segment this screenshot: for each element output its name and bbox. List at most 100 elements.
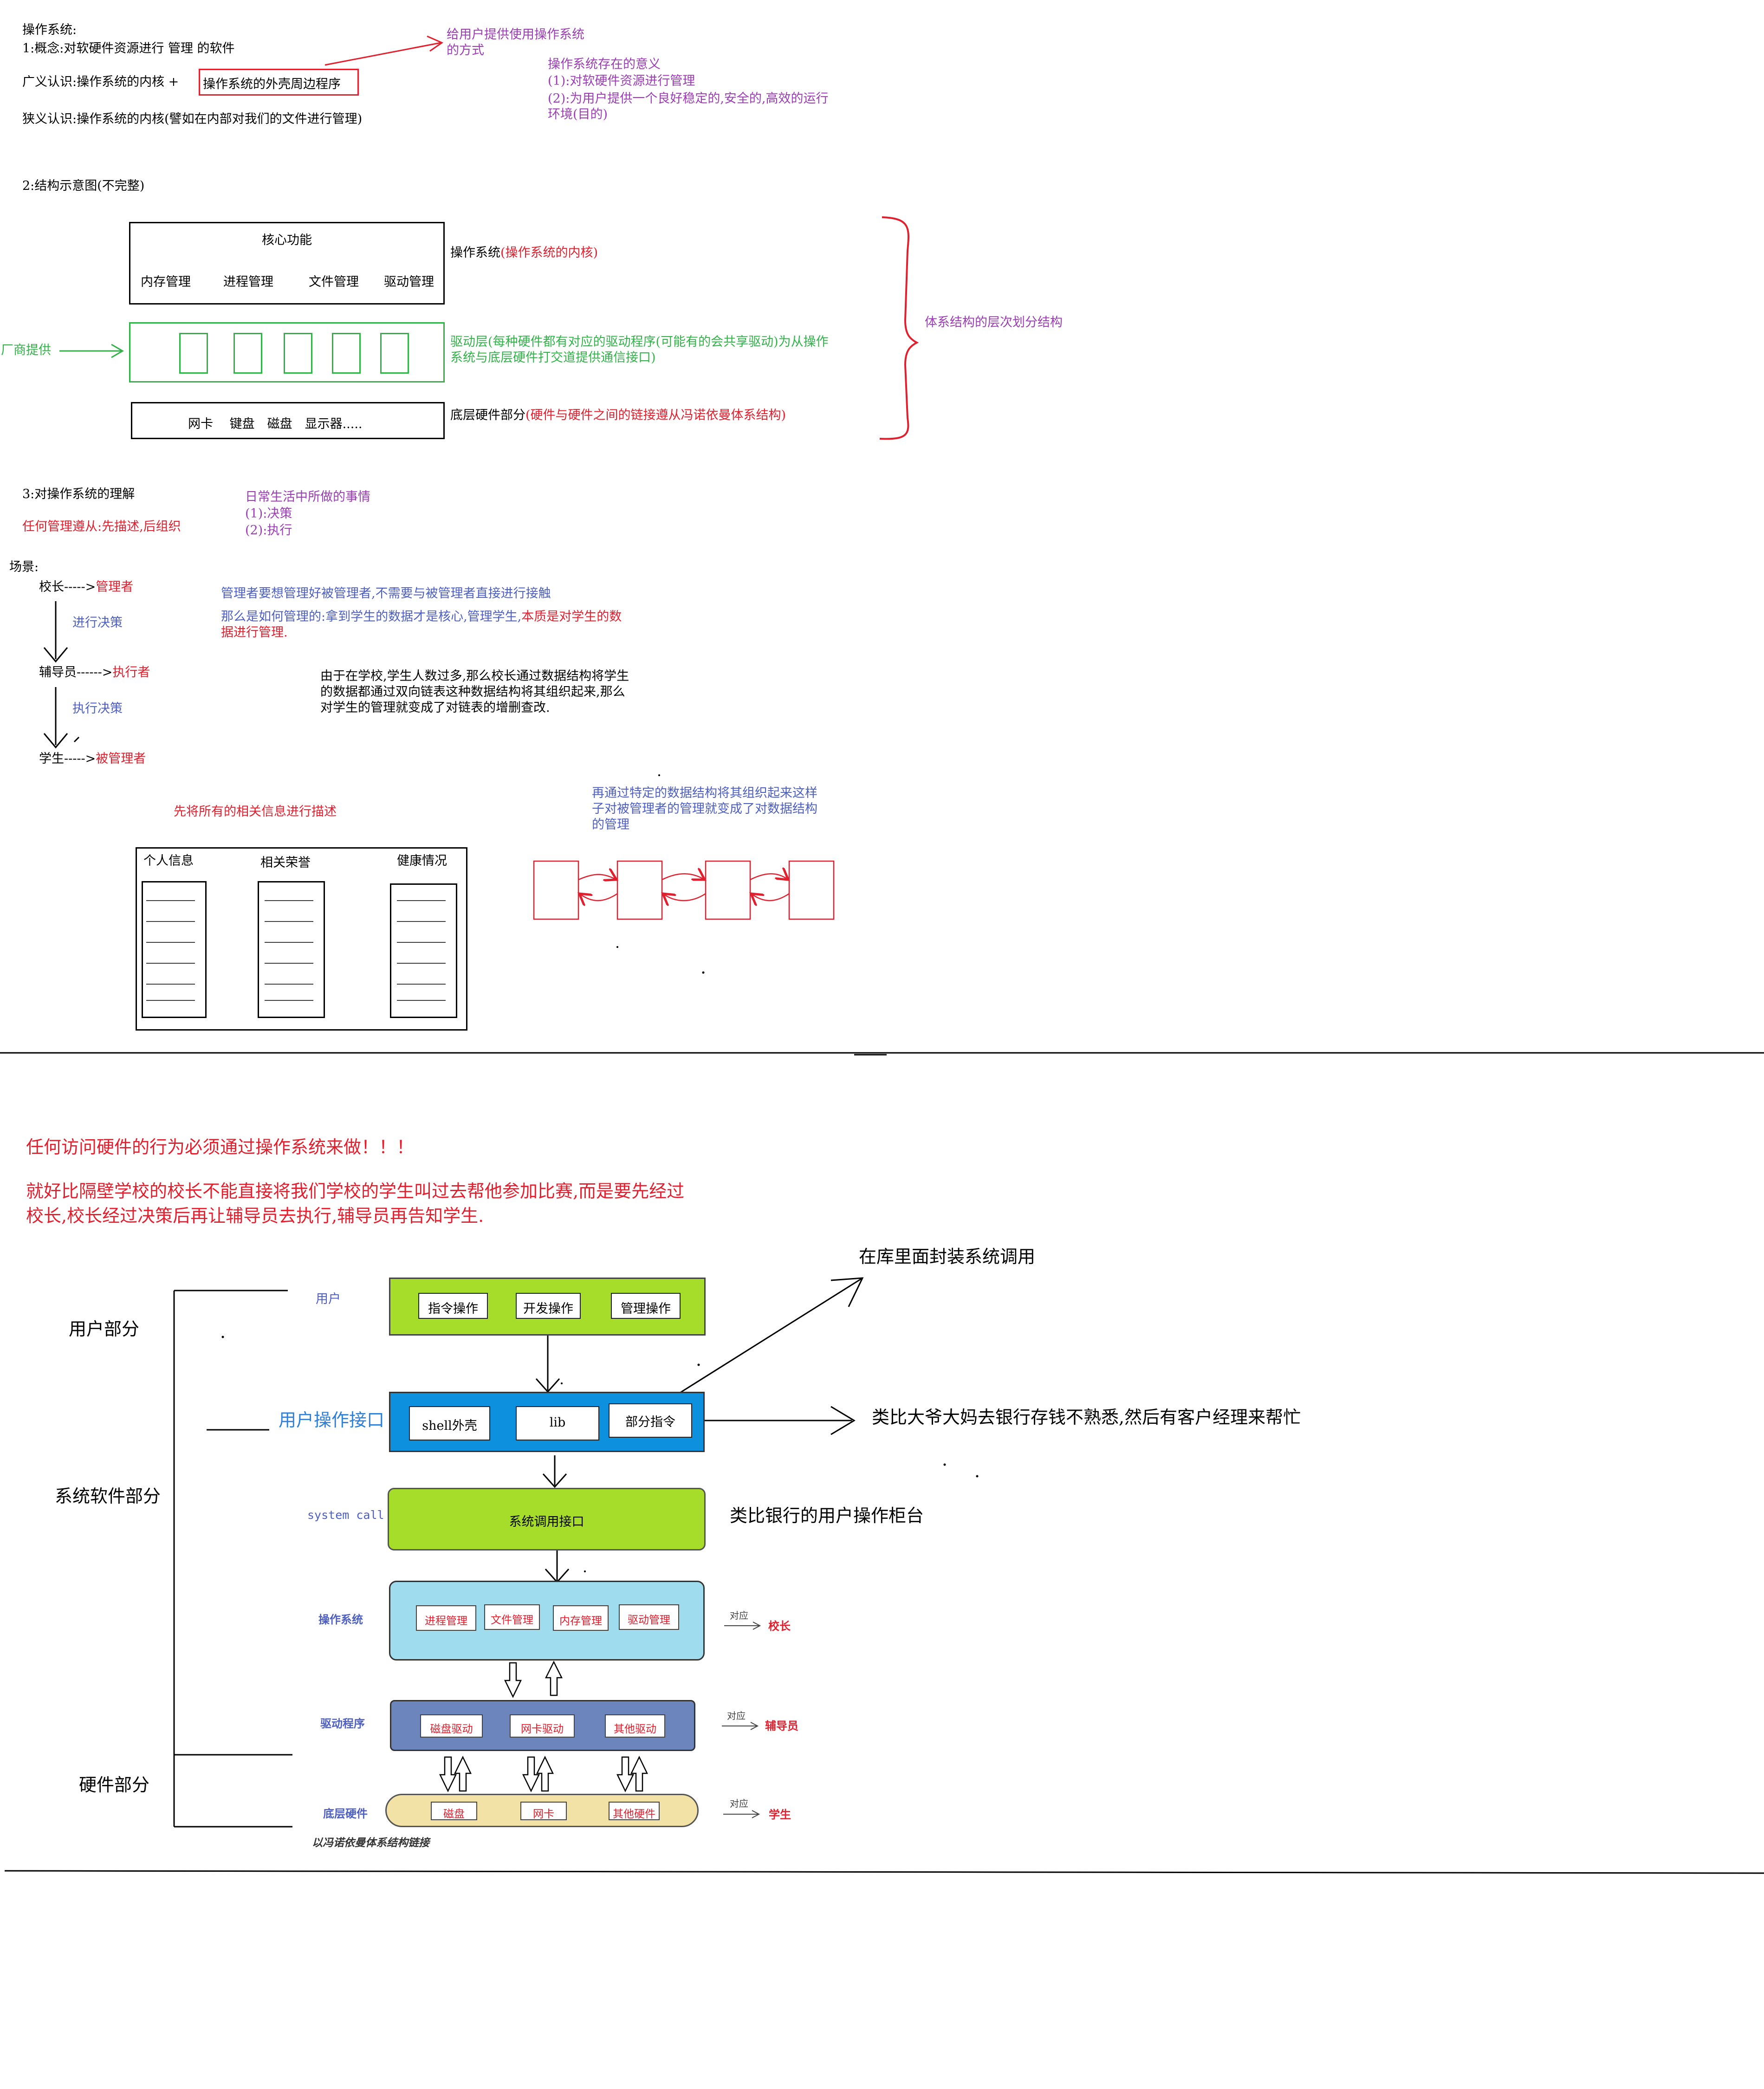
note1: 管理者要想管理好被管理者,不需要与被管理者直接进行接触 (221, 586, 551, 601)
hardware-part: 硬件部分 (79, 1775, 150, 1795)
ui-item: lib (516, 1406, 599, 1440)
col-header: 相关荣誉 (260, 856, 311, 870)
record-table: 个人信息 相关荣誉 健康情况 (136, 847, 467, 1031)
system-part: 系统软件部分 (55, 1486, 161, 1506)
describe-note: 先将所有的相关信息进行描述 (174, 804, 337, 819)
user-layer: 指令操作 开发操作 管理操作 (389, 1278, 706, 1336)
map-principal: 校长 (768, 1620, 791, 1633)
analogy-text: 就好比隔壁学校的校长不能直接将我们学校的学生叫过去帮他参加比赛,而是要先经过校长… (26, 1181, 685, 1226)
concept-line: 1:概念:对软硬件资源进行 管理 的软件 (22, 41, 235, 56)
driver-slot (380, 333, 409, 374)
must-through-os: 任何访问硬件的行为必须通过操作系统来做！！！ (26, 1137, 415, 1157)
ui-item: 部分指令 (609, 1403, 692, 1438)
vendor-label: 厂商提供 (1, 343, 51, 357)
record-column (258, 881, 325, 1018)
hw-label: 底层硬件部分(硬件与硬件之间的链接遵从冯诺依曼体系结构) (450, 408, 786, 422)
os-layer: 进程管理 文件管理 内存管理 驱动管理 (389, 1581, 705, 1661)
os-layer-label: 操作系统 (318, 1613, 363, 1626)
management-rule: 任何管理遵从:先描述,后组织 (22, 519, 181, 534)
record-column (142, 881, 207, 1018)
scene-label: 场景: (9, 560, 39, 574)
hw-layer: 磁盘 网卡 其他硬件 (385, 1794, 699, 1827)
execute-label: 执行决策 (72, 701, 123, 716)
shell-note: 给用户提供使用操作系统的方式 (447, 27, 584, 58)
core-item: 进程管理 (223, 275, 273, 289)
narrow-line: 狭义认识:操作系统的内核(譬如在内部对我们的文件进行管理) (22, 112, 363, 126)
hardware-box: 网卡 键盘 磁盘 显示器..... (131, 402, 445, 439)
driver-slot (179, 333, 208, 374)
drv-item: 网卡驱动 (510, 1714, 575, 1738)
daily-title: 日常生活中所做的事情 (245, 490, 370, 504)
note2: 那么是如何管理的:拿到学生的数据才是核心,管理学生,本质是对学生的数据进行管理. (221, 610, 622, 640)
brace-note: 体系结构的层次划分结构 (925, 315, 1063, 330)
driver-slot (284, 333, 312, 374)
driver-box (129, 322, 445, 383)
counselor: 辅导员------>执行者 (39, 665, 150, 680)
shell-arrow (324, 42, 441, 66)
meaning-2: (2):为用户提供一个良好稳定的,安全的,高效的运行环境(目的) (548, 91, 829, 122)
user-item: 管理操作 (611, 1293, 681, 1319)
user-item: 指令操作 (418, 1293, 488, 1319)
map-student: 学生 (769, 1808, 791, 1821)
separator-2 (4, 1870, 1764, 1874)
syscall-box: 系统调用接口 (388, 1488, 706, 1551)
driver-slot (332, 333, 361, 374)
ui-layer: shell外壳 lib 部分指令 (389, 1392, 705, 1452)
driver-note: 驱动层(每种硬件都有对应的驱动程序(可能有的会共享驱动)为从操作系统与底层硬件打… (450, 335, 829, 365)
os-item: 驱动管理 (619, 1604, 679, 1630)
shell-box: 操作系统的外壳周边程序 (199, 69, 359, 96)
note3: 由于在学校,学生人数过多,那么校长通过数据结构将学生的数据都通过双向链表这种数据… (320, 669, 629, 715)
record-column (390, 883, 457, 1018)
map-counselor: 辅导员 (765, 1719, 798, 1732)
os-label: 操作系统(操作系统的内核) (450, 246, 598, 260)
corr-os: 对应 (730, 1610, 748, 1621)
col-header: 健康情况 (397, 854, 447, 868)
drv-item: 磁盘驱动 (420, 1714, 483, 1738)
lib-note: 在库里面封装系统调用 (859, 1246, 1036, 1267)
meaning-1: (1):对软硬件资源进行管理 (548, 74, 695, 88)
linked-list (533, 860, 835, 920)
meaning-title: 操作系统存在的意义 (548, 57, 661, 71)
drv-item: 其他驱动 (605, 1714, 665, 1738)
corr-hw: 对应 (730, 1798, 748, 1809)
corr-drv: 对应 (727, 1710, 746, 1721)
section1-title: 操作系统: (22, 23, 77, 37)
layer-brace (879, 216, 919, 440)
os-item: 内存管理 (553, 1605, 609, 1631)
section2-title: 2:结构示意图(不完整) (22, 179, 145, 193)
ui-item: shell外壳 (409, 1406, 490, 1440)
daily-2: (2):执行 (245, 523, 292, 538)
core-item: 驱动管理 (384, 275, 434, 289)
hollow-arrows (439, 1661, 648, 1792)
student: 学生----->被管理者 (39, 752, 146, 766)
hw-item: 网卡 (520, 1802, 567, 1820)
ui-label: 用户操作接口 (279, 1410, 385, 1430)
counter-note: 类比银行的用户操作柜台 (730, 1505, 924, 1526)
col-header: 个人信息 (143, 854, 194, 868)
decide-label: 进行决策 (72, 616, 123, 630)
syscall-label: system call (307, 1508, 384, 1522)
core-item: 文件管理 (309, 275, 359, 289)
organize-note: 再通过特定的数据结构将其组织起来这样子对被管理者的管理就变成了对数据结构的管理 (592, 786, 817, 832)
core-item: 内存管理 (141, 275, 191, 289)
os-item: 进程管理 (416, 1605, 476, 1631)
record-lines (146, 900, 446, 1001)
os-item: 文件管理 (484, 1604, 540, 1630)
bank-note: 类比大爷大妈去银行存钱不熟悉,然后有客户经理来帮忙 (872, 1407, 1301, 1427)
daily-1: (1):决策 (245, 506, 292, 521)
user-label: 用户 (316, 1292, 341, 1306)
kernel-box: 核心功能 内存管理 进程管理 文件管理 驱动管理 (129, 222, 445, 305)
von-neumann-caption: 以冯诺依曼体系结构链接 (312, 1837, 429, 1849)
hw-item: 磁盘 (431, 1802, 477, 1820)
principal: 校长----->管理者 (39, 580, 134, 594)
section3-title: 3:对操作系统的理解 (22, 487, 135, 501)
core-title: 核心功能 (262, 233, 312, 247)
user-item: 开发操作 (516, 1293, 581, 1319)
driver-slot (233, 333, 262, 374)
broad-prefix: 广义认识:操作系统的内核 + (22, 75, 179, 89)
hw-item: 其他硬件 (609, 1802, 660, 1820)
drv-layer: 磁盘驱动 网卡驱动 其他驱动 (390, 1700, 695, 1751)
hw-layer-label: 底层硬件 (323, 1807, 368, 1820)
part-bracket (173, 1290, 292, 1828)
